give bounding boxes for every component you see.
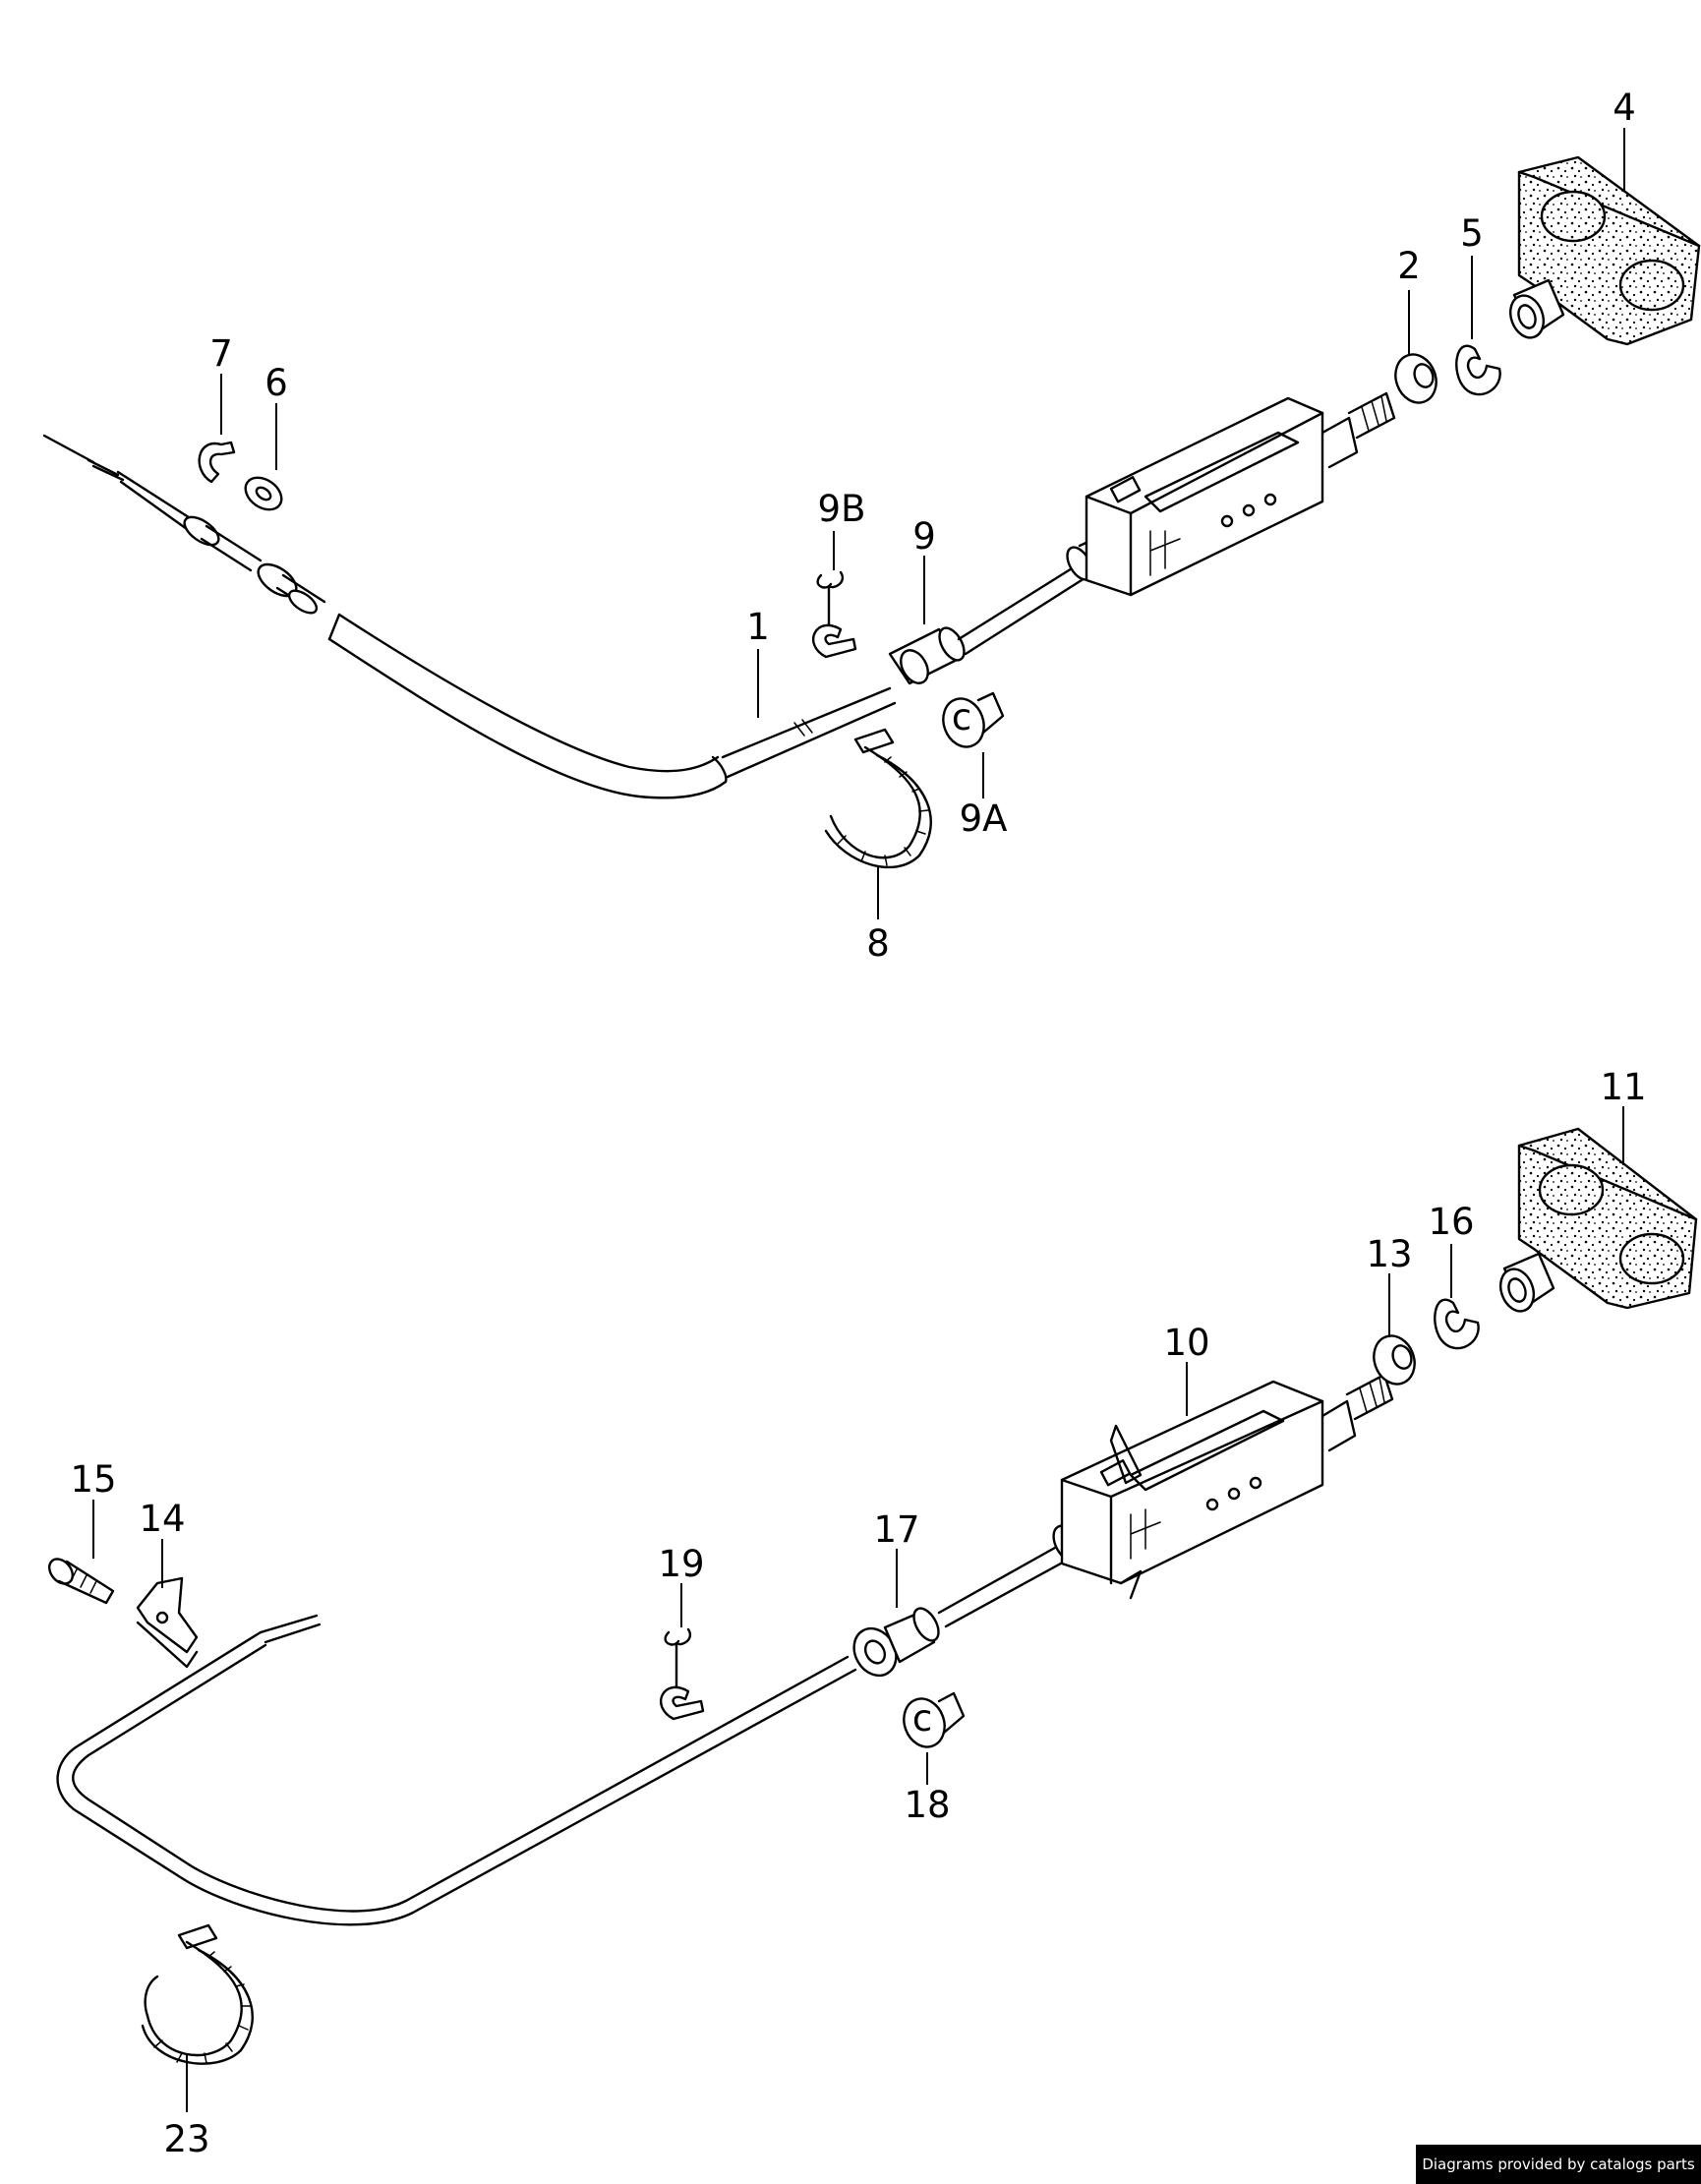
grommet-9a: c xyxy=(942,691,1005,748)
label-19: 19 xyxy=(658,1543,704,1585)
screw-15 xyxy=(47,1558,115,1605)
clip-9b xyxy=(812,570,857,659)
upper-cable-assembly xyxy=(42,155,1701,799)
label-15: 15 xyxy=(70,1458,116,1501)
grommet-18: c xyxy=(903,1691,966,1748)
label-10: 10 xyxy=(1163,1322,1209,1364)
svg-text:c: c xyxy=(952,696,971,738)
washer-6 xyxy=(244,476,283,511)
label-1: 1 xyxy=(746,606,770,648)
label-2: 2 xyxy=(1397,245,1421,287)
label-13: 13 xyxy=(1366,1233,1412,1275)
label-11: 11 xyxy=(1600,1066,1646,1108)
strap-23 xyxy=(141,1923,254,2065)
label-9b: 9B xyxy=(818,488,866,530)
bracket-14 xyxy=(136,1576,199,1669)
label-8: 8 xyxy=(866,922,890,965)
label-6: 6 xyxy=(264,362,288,404)
label-9a: 9A xyxy=(960,797,1008,840)
label-16: 16 xyxy=(1428,1201,1474,1243)
lower-leaders xyxy=(92,1106,1624,2112)
label-9: 9 xyxy=(912,515,936,558)
lower-cable-assembly xyxy=(56,1127,1698,1926)
upper-leaders xyxy=(220,128,1625,919)
clip-19 xyxy=(660,1627,705,1721)
clip-7 xyxy=(198,441,236,484)
svg-text:c: c xyxy=(912,1697,932,1740)
label-23: 23 xyxy=(163,2118,209,2160)
strap-8 xyxy=(824,728,932,869)
credit-badge: Diagrams provided by catalogs parts xyxy=(1416,2145,1701,2184)
part-labels: 4 2 5 7 6 9B 9 1 9A 8 11 16 13 10 15 14 … xyxy=(70,87,1646,2160)
label-7: 7 xyxy=(209,332,233,375)
label-14: 14 xyxy=(139,1498,185,1540)
label-18: 18 xyxy=(904,1784,950,1826)
label-5: 5 xyxy=(1460,212,1484,255)
label-4: 4 xyxy=(1613,87,1636,129)
label-17: 17 xyxy=(873,1508,919,1551)
